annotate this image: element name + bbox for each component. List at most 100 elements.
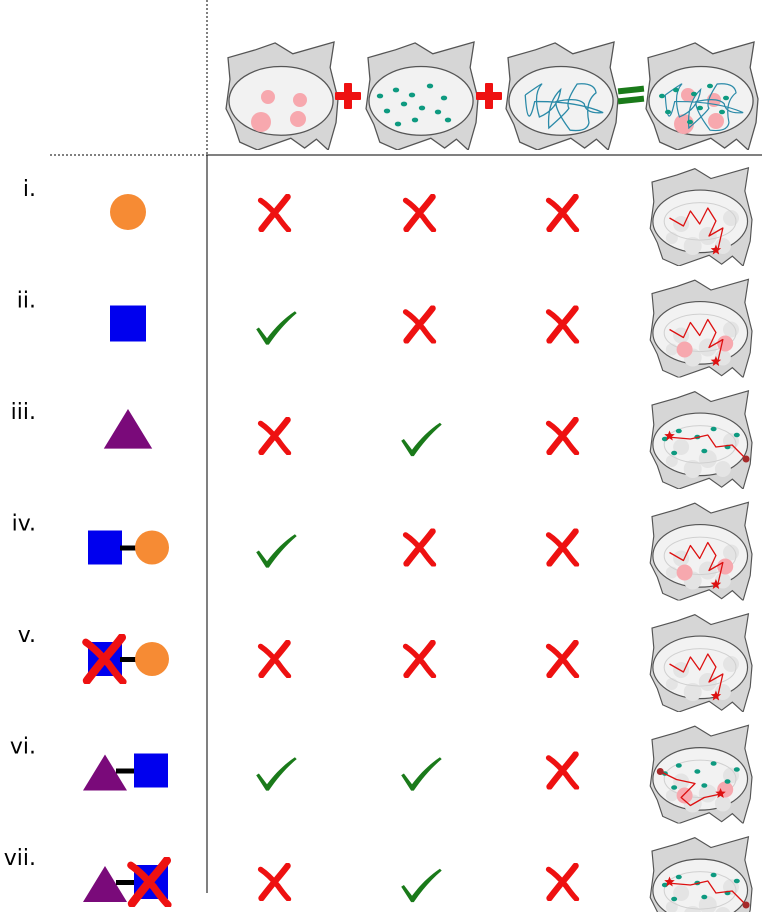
teal-dot [671, 896, 678, 902]
cross-mark [261, 866, 289, 899]
faint-organelle [698, 561, 717, 580]
cross-mark [549, 308, 577, 341]
check-mark [256, 534, 297, 568]
faint-organelle [665, 678, 678, 690]
teal-dot [675, 874, 682, 880]
star-marker [664, 430, 675, 441]
teal-dot [434, 109, 442, 115]
triangle-shape [83, 754, 127, 791]
star-marker [710, 356, 722, 366]
cross-mark [261, 643, 289, 676]
teal-dot [710, 426, 717, 432]
teal-dot [376, 93, 384, 99]
linker [120, 545, 140, 551]
teal-dot [707, 83, 713, 89]
table-row: v. [18, 613, 753, 712]
star-marker [710, 244, 722, 255]
faint-organelle [665, 566, 678, 579]
teal-dot [400, 101, 408, 107]
pink-spot [251, 112, 271, 132]
red-trajectory [667, 434, 747, 460]
teal-dot [411, 117, 419, 123]
pink-spot [708, 113, 724, 129]
faint-organelle [665, 232, 678, 244]
faint-organelle [683, 460, 702, 478]
table-row: vii. [4, 836, 753, 912]
teal-dot [671, 785, 678, 790]
faint-organelle [723, 210, 739, 226]
cross-mark [549, 866, 577, 899]
network-path [664, 83, 744, 132]
cross-mark [406, 308, 434, 341]
teal-dot [701, 448, 708, 454]
faint-organelle [665, 455, 678, 467]
linker [116, 768, 138, 774]
header-cell-combined [645, 41, 759, 150]
teal-dot [723, 95, 729, 101]
header-cell-pink-spots [225, 41, 339, 150]
row-label: iii. [11, 400, 36, 425]
teal-dot [733, 767, 740, 772]
star-marker [710, 690, 722, 701]
table-rows: i.ii.iii.iv.v.vi.vii. [4, 167, 753, 912]
row-label: v. [18, 623, 36, 648]
check-mark [401, 868, 442, 903]
pink-spot [676, 787, 693, 804]
cross-mark [261, 420, 289, 453]
equals-sign [617, 85, 645, 105]
faint-organelle [698, 227, 717, 245]
cross-mark [406, 197, 434, 230]
teal-dot [724, 779, 731, 784]
teal-dot [691, 91, 697, 97]
square-shape [88, 530, 122, 565]
teal-dot [418, 105, 426, 111]
teal-dot [383, 108, 391, 114]
teal-dot [710, 761, 717, 766]
pink-spot [681, 88, 695, 102]
row-label: ii. [17, 289, 36, 314]
header-cell-network [505, 41, 619, 150]
faint-organelle [683, 683, 702, 701]
faint-organelle [723, 544, 739, 561]
plus-sign [335, 83, 361, 109]
faint-organelle [665, 789, 678, 802]
faint-organelle [723, 321, 739, 338]
row-label: i. [23, 177, 36, 202]
star-marker [664, 876, 675, 887]
teal-dot [687, 119, 693, 125]
cross-mark [549, 197, 577, 230]
cross-mark [261, 197, 289, 230]
teal-dot [426, 83, 434, 89]
teal-dot [694, 769, 701, 774]
cross-mark [549, 754, 577, 787]
teal-dot [675, 428, 682, 434]
faint-network [663, 871, 737, 910]
pink-spot [293, 93, 307, 107]
red-trajectory [669, 653, 724, 695]
star-marker [710, 579, 722, 589]
faint-network [663, 425, 737, 464]
table-row: iii. [11, 390, 753, 489]
pink-spot [290, 111, 306, 127]
red-trajectory [669, 318, 724, 360]
pink-spot [676, 564, 693, 581]
teal-dot [440, 95, 448, 101]
faint-organelle [683, 237, 702, 255]
teal-dot [673, 87, 679, 93]
star-marker [715, 788, 726, 798]
network-path [524, 83, 604, 132]
cross-mark [406, 643, 434, 676]
teal-dot [408, 92, 416, 98]
red-trajectory [669, 207, 724, 249]
row-label: vii. [4, 846, 36, 871]
faint-organelle [673, 773, 690, 790]
teal-dot [671, 450, 678, 456]
teal-dot [392, 87, 400, 93]
red-trajectory [669, 541, 724, 583]
teal-dot [719, 109, 725, 115]
dot-marker [742, 455, 750, 463]
cross-mark [549, 643, 577, 676]
pink-spot [717, 558, 734, 575]
faint-organelle [673, 439, 690, 455]
